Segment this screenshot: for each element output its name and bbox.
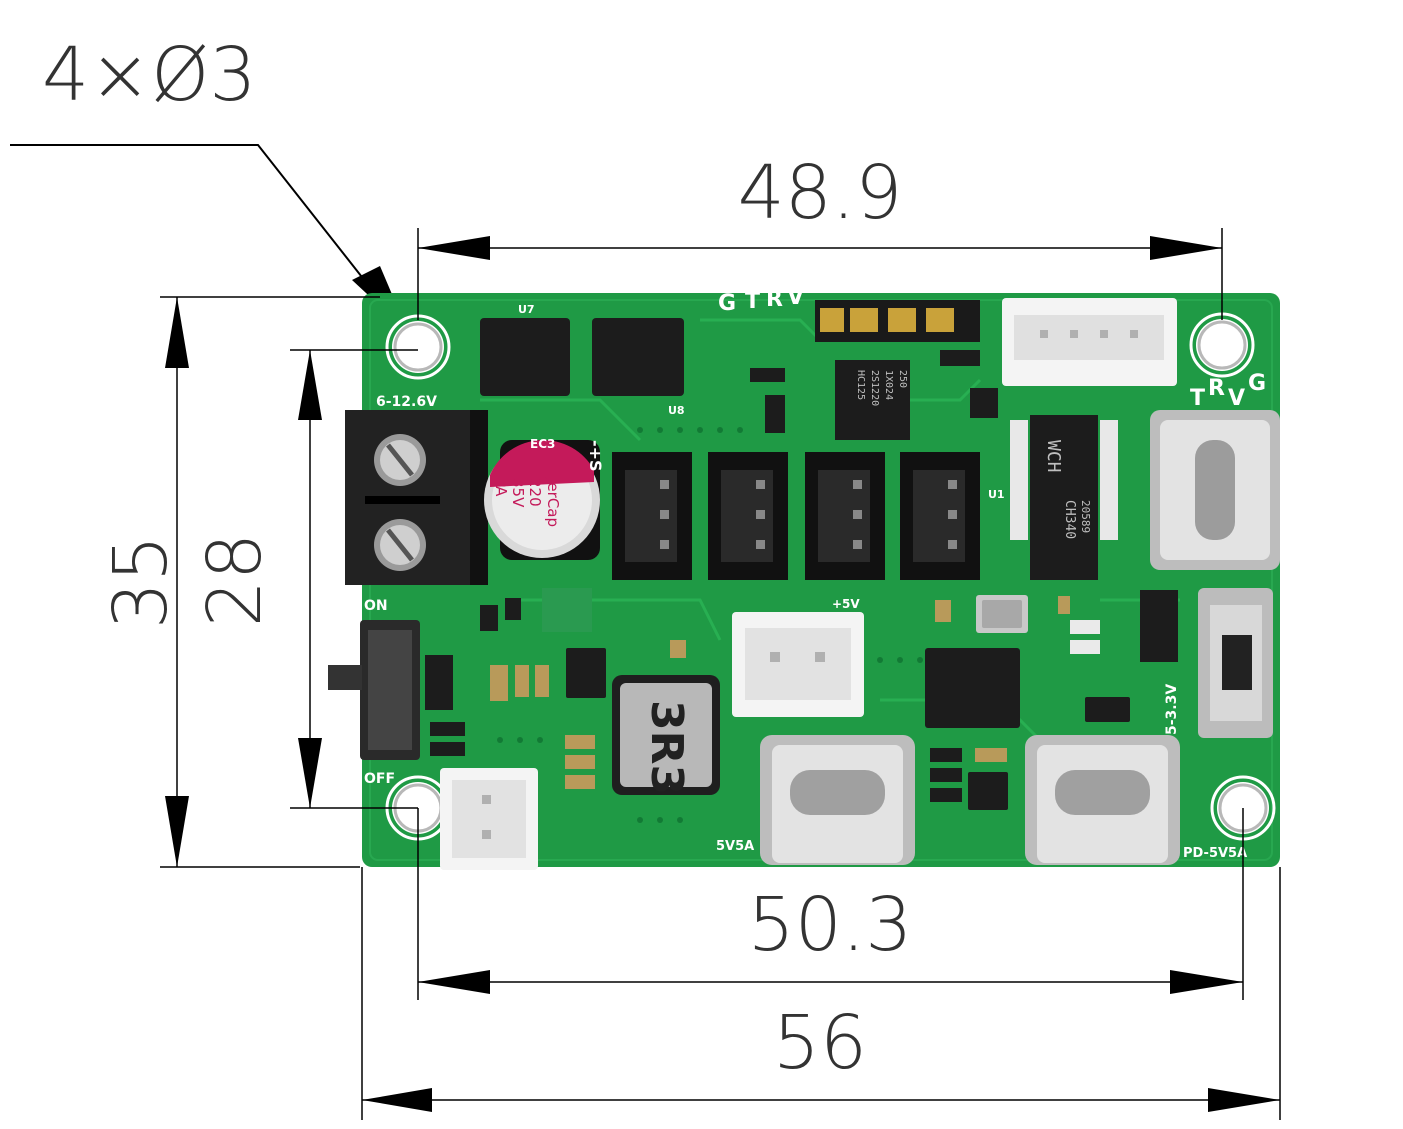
power-slide-switch xyxy=(328,620,420,760)
pin-label-right-v: V xyxy=(1228,386,1245,411)
dimension-50-3 xyxy=(417,808,1244,1000)
dim-label-56: 56 xyxy=(773,1000,867,1086)
inductor-l1: 3R3 xyxy=(612,675,720,795)
ref-u1: U1 xyxy=(988,488,1005,501)
usb-pd-label: PD-5V5A xyxy=(1183,846,1247,861)
chip-u12 xyxy=(1085,697,1130,722)
plus5v-label: +5V xyxy=(832,597,860,611)
pin-label-g: G xyxy=(718,291,736,316)
passive-components xyxy=(430,350,1118,802)
electrolytic-capacitor: JerCap 220 35V PA xyxy=(484,440,600,560)
pin-label-r: R xyxy=(766,287,783,312)
capacitor-value: 220 xyxy=(526,478,544,507)
usb-c-port-5v5a xyxy=(760,735,915,865)
hole-callout-leader xyxy=(10,144,381,301)
dim-label-48-9: 48.9 xyxy=(738,150,903,236)
chip-u7 xyxy=(480,318,570,396)
mounting-hole-top-left xyxy=(385,314,451,380)
level-slide-switch xyxy=(1198,588,1273,738)
buffer-ic-mark-3: 1X024 xyxy=(883,370,894,400)
capacitor-brand: JerCap xyxy=(544,477,562,527)
jst-connector-j3 xyxy=(440,768,538,870)
pin-label-right-r: R xyxy=(1208,376,1225,401)
chip-u10 xyxy=(925,648,1020,728)
pin-label-t: T xyxy=(745,289,760,314)
level-label: 5-3.3V xyxy=(1164,684,1180,735)
switch-off-label: OFF xyxy=(364,771,395,787)
chip-u4 xyxy=(968,772,1008,810)
fan-connector-3 xyxy=(805,452,885,580)
chip-part: CH340 xyxy=(1062,500,1077,539)
buffer-ic-mark-4: 250 xyxy=(897,370,908,388)
capacitor-voltage: 35V xyxy=(509,478,527,508)
dimension-48-9 xyxy=(417,228,1223,320)
usb-serial-chip: WCH CH340 20589 xyxy=(1030,415,1098,580)
cap-ref-label: EC3 xyxy=(530,437,555,451)
usb-5v-label: 5V5A xyxy=(716,839,754,854)
chip-brand: WCH xyxy=(1043,440,1064,473)
usb-c-port-serial xyxy=(1150,410,1280,570)
dimension-35 xyxy=(160,296,380,868)
buffer-ic-mark-1: HC125 xyxy=(855,370,866,400)
regulator-u9 xyxy=(1140,590,1178,662)
input-voltage-label: 6-12.6V xyxy=(376,394,437,410)
dim-label-35: 35 xyxy=(98,535,184,629)
polarity-label: -+S xyxy=(586,440,605,472)
dim-label-28: 28 xyxy=(192,533,278,627)
pin-header-j2 xyxy=(815,300,980,342)
dimension-28 xyxy=(290,349,418,809)
dim-label-50-3: 50.3 xyxy=(748,882,913,968)
fan-connector-1 xyxy=(612,452,692,580)
capacitor-series: PA xyxy=(492,478,510,497)
mounting-hole-top-right xyxy=(1189,312,1255,378)
ref-u7: U7 xyxy=(518,303,535,316)
pin-label-right-t: T xyxy=(1190,386,1205,411)
diode-d4 xyxy=(425,655,453,710)
chip-u3 xyxy=(566,648,606,698)
usb-c-port-pd xyxy=(1025,735,1180,865)
pin-label-right-g: G xyxy=(1248,371,1266,396)
screw-terminal xyxy=(345,410,488,585)
buffer-ic: HC125 2S1220 1X024 250 xyxy=(835,360,910,440)
dimension-56 xyxy=(361,867,1281,1120)
switch-on-label: ON xyxy=(364,598,388,614)
hole-callout-text: 4×Ø3 xyxy=(42,32,256,118)
inductor-marking: 3R3 xyxy=(641,700,692,795)
chip-u8 xyxy=(592,318,684,396)
crystal-y1 xyxy=(976,595,1028,633)
pin-label-v: V xyxy=(787,285,804,310)
jst-connector-j8 xyxy=(732,612,864,717)
buffer-ic-mark-2: 2S1220 xyxy=(869,370,880,406)
fan-connector-4 xyxy=(900,452,980,580)
chip-code: 20589 xyxy=(1079,500,1092,533)
jst-connector-j7 xyxy=(1002,298,1177,386)
fan-connector-2 xyxy=(708,452,788,580)
ref-u8: U8 xyxy=(668,404,685,417)
